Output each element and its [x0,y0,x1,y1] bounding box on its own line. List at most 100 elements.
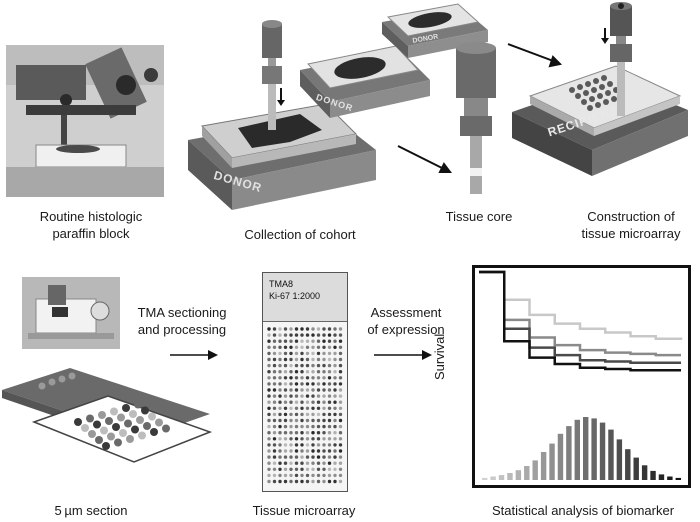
slide-core-dot [278,461,282,465]
slide-core-dot [294,388,299,392]
slide-core-dot [322,418,326,423]
section-core-dot [88,430,96,438]
slide-core-dot [338,443,343,447]
slide-core-dot [333,443,337,447]
slide-core-dot [272,418,277,423]
caption-construction-line1: Construction of [587,209,675,224]
slide-core-dot [267,339,271,343]
microtome-illustration [6,45,164,197]
histogram-bar [490,476,496,480]
slide-core-dot [338,431,343,435]
slide-core-dot [278,418,282,423]
slide-core-dot [327,357,332,362]
slide-core-dot [316,394,321,398]
section-core-dot [100,426,108,435]
slide-core-dot [294,467,299,471]
slide-core-dot [278,327,282,331]
slide-core-dot [272,406,277,410]
slide-core-dot [316,418,321,423]
histogram-bar [583,417,589,480]
caption-tissue-core: Tissue core [424,208,534,225]
slide-core-dot [300,327,304,331]
histogram-bar [549,443,555,480]
slide-core-dot [338,437,343,441]
slide-core-dot [316,424,321,429]
slide-core-dot [272,333,277,337]
slide-core-dot [316,437,321,441]
slide-core-dot [322,443,326,447]
slide-core-dot [305,473,310,478]
slide-core-dot [322,431,326,435]
slide-core-dot [333,473,337,478]
slide-core-dot [316,357,321,362]
slide-core-dot [333,449,337,453]
histogram-bar [591,418,597,480]
slide-core-dot [267,394,271,398]
slide-core-dot [283,357,288,362]
caption-construction: Construction of tissue microarray [566,208,696,242]
slide-core-dot [278,363,282,368]
slide-core-dot [283,473,288,478]
section-core-dot [105,417,113,425]
slide-core-dot [327,382,332,386]
slide-core-dot [305,467,310,471]
slide-core-dot [289,363,293,368]
sectioning-microtome-photo [22,277,120,349]
small-microtome-illustration [22,277,120,349]
histogram-bar [524,466,530,480]
slide-core-dot [272,394,277,398]
arrow-to-microarray [170,350,218,360]
survival-curve-2 [479,270,681,357]
slide-core-dot [267,400,271,404]
slide-core-dot [272,449,277,453]
slide-core-dot [278,345,282,349]
slide-core-dot [278,376,282,380]
slide-core-dot [283,424,288,429]
slide-core-dot [278,370,282,374]
slide-core-dot [338,357,343,362]
slide-core-dot [289,388,293,392]
slide-core-dot [327,327,332,331]
slide-core-dot [311,400,315,404]
slide-core-dot [272,382,277,386]
slide-core-dot [322,351,326,356]
slide-core-dot [311,370,315,374]
caption-assessment: Assessment of expression [356,304,456,338]
section-core-dot [93,420,101,429]
section-core-dot [107,432,115,441]
slide-core-dot [272,437,277,441]
slide-core-dot [300,412,304,417]
section-core-dot [141,406,149,415]
slide-core-dot [300,479,304,484]
slide-core-dot [294,473,299,478]
histogram-bar [574,419,580,480]
slide-core-dot [283,437,288,441]
slide-core-dot [322,327,326,331]
slide-core-dot [322,388,326,392]
slide-core-dot [272,473,277,478]
slide-core-dot [327,333,332,337]
section-core-dot [134,400,142,409]
slide-core-dot [267,345,271,349]
slide-core-dot [316,467,321,471]
slide-core-dot [278,449,282,453]
slide-core-dot [322,345,326,349]
slide-core-dot [322,479,326,484]
slide-core-dot [322,339,326,343]
section-core-dot [74,418,82,426]
section-core-dot [112,423,120,431]
section-core-dot [95,436,103,444]
slide-core-dot [300,437,304,441]
slide-core-dot [289,424,293,429]
slide-core-dot [294,406,299,410]
slide-core-dot [311,339,315,343]
slide-core-dot [305,333,310,337]
caption-cohort-line1: Collection of cohort [244,227,356,242]
section-core-dot [150,428,158,436]
slide-core-dot [311,455,315,459]
caption-statistics: Statistical analysis of biomarker [491,503,675,518]
section-slide-diagram [2,368,213,463]
survival-axis-label: Survival [432,333,447,380]
slide-core-dot [294,455,299,459]
slide-core-dot [267,351,271,356]
